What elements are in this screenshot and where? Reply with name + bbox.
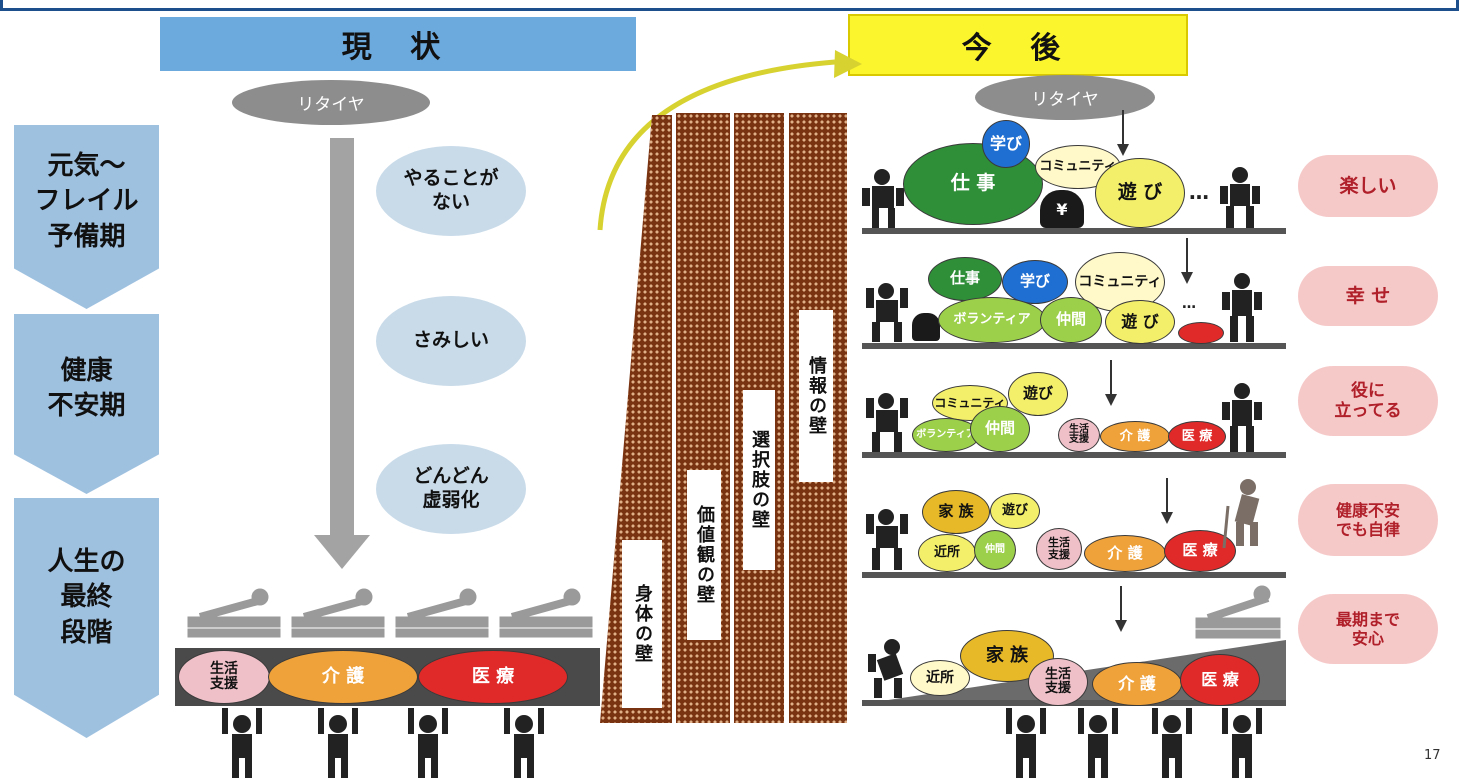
oval-friends-row2: 仲間 xyxy=(1040,297,1102,343)
oval-neighbors-row4: 近所 xyxy=(918,534,976,572)
wall-values-label: 価値観の壁 xyxy=(687,470,721,640)
shelf-row3 xyxy=(862,452,1286,458)
ellipsis-row1: … xyxy=(1189,180,1209,204)
stage-text: 人生の 最終 段階 xyxy=(47,547,126,648)
page-number: 17 xyxy=(1424,748,1441,763)
decline-arrow-head xyxy=(314,535,370,569)
feeling-row3: 役に 立ってる xyxy=(1298,366,1438,436)
oval-friends-row3: 仲間 xyxy=(970,406,1030,452)
shelf-row4 xyxy=(862,572,1286,578)
wall-body-label: 身体の壁 xyxy=(622,540,662,708)
oval-neighbors-row5: 近所 xyxy=(910,660,970,696)
oval-play-row4: 遊び xyxy=(990,493,1040,529)
person-row2-left xyxy=(866,283,908,342)
header-current: 現 状 xyxy=(160,17,636,71)
wall-choice-label: 選択肢の壁 xyxy=(743,390,775,570)
retire-pill-future: リタイヤ xyxy=(975,75,1155,120)
feeling-row2: 幸 せ xyxy=(1298,266,1438,326)
life-support-oval: 生活 支援 xyxy=(178,650,270,704)
down-arrow-row3 xyxy=(1105,360,1117,406)
shelf-row1 xyxy=(862,228,1286,234)
stage-label-early: 元気～ フレイル 予備期 xyxy=(14,125,159,309)
person-row3-left xyxy=(866,393,908,452)
top-frame xyxy=(0,0,1459,11)
person-row4-left xyxy=(866,509,908,570)
oval-volunteer-row3: ボランティア xyxy=(912,418,980,452)
person-row3-right xyxy=(1222,383,1262,452)
money-bag-icon: ¥ xyxy=(1040,190,1084,228)
ellipsis-row2: … xyxy=(1182,296,1196,312)
feeling-row4: 健康不安 でも自律 xyxy=(1298,484,1438,556)
stage-text: 健康 不安期 xyxy=(47,355,126,421)
oval-small-medical-row2 xyxy=(1178,322,1224,344)
care-oval: 介 護 xyxy=(268,650,418,704)
oval-study-row1: 学び xyxy=(982,120,1030,168)
oval-care-row5: 介 護 xyxy=(1092,662,1182,706)
oval-medical-row3: 医 療 xyxy=(1168,421,1226,452)
stage-text: 元気～ フレイル 予備期 xyxy=(34,151,139,252)
shelf-row2 xyxy=(862,343,1286,349)
person-row2-right xyxy=(1222,273,1262,342)
shelf-row5 xyxy=(862,700,1286,706)
bubble-nothing-to-do: やることが ない xyxy=(376,146,526,236)
person-row5-left xyxy=(868,639,904,698)
oval-play-row1: 遊 び xyxy=(1095,158,1185,228)
bubble-lonely: さみしい xyxy=(376,296,526,386)
oval-study-row2: 学び xyxy=(1002,260,1068,304)
down-arrow-row4 xyxy=(1161,478,1173,524)
feeling-row5: 最期まで 安心 xyxy=(1298,594,1438,664)
decline-arrow-shaft xyxy=(330,138,354,538)
oval-care-row3: 介 護 xyxy=(1100,421,1170,452)
supporters-current xyxy=(222,708,544,778)
elder-with-cane-icon xyxy=(1222,479,1260,549)
oval-family-row4: 家 族 xyxy=(922,490,990,534)
oval-care-row4: 介 護 xyxy=(1084,535,1166,572)
person-row1-left xyxy=(862,169,904,228)
oval-life-support-row4: 生活 支援 xyxy=(1036,528,1082,570)
stage-label-final: 人生の 最終 段階 xyxy=(14,498,159,738)
oval-life-support-row3: 生活 支援 xyxy=(1058,418,1100,452)
oval-community-row1: コミュニティ xyxy=(1035,145,1121,189)
bubble-weakening: どんどん 虚弱化 xyxy=(376,444,526,534)
retire-pill-current: リタイヤ xyxy=(232,80,430,125)
beds-current xyxy=(187,588,593,638)
oval-play-row3: 遊び xyxy=(1008,372,1068,416)
wall-information-label: 情報の壁 xyxy=(799,310,833,482)
down-arrow-row2 xyxy=(1181,238,1193,284)
supporters-future xyxy=(1006,708,1262,778)
header-future: 今 後 xyxy=(848,14,1188,76)
oval-play-row2: 遊 び xyxy=(1105,300,1175,344)
transition-arrow xyxy=(597,50,862,231)
oval-friends-row4: 仲間 xyxy=(974,530,1016,570)
stage-label-anxiety: 健康 不安期 xyxy=(14,314,159,494)
oval-volunteer-row2: ボランティア xyxy=(938,297,1046,343)
oval-work-row2: 仕事 xyxy=(928,257,1002,301)
medical-oval: 医 療 xyxy=(418,650,568,704)
bed-icon xyxy=(1195,585,1281,639)
down-arrow-row5 xyxy=(1115,586,1127,632)
oval-medical-row4: 医 療 xyxy=(1164,530,1236,572)
oval-medical-row5: 医 療 xyxy=(1180,654,1260,706)
money-bag-icon xyxy=(912,313,940,341)
down-arrow-row1 xyxy=(1117,110,1129,156)
oval-life-support-row5: 生活 支援 xyxy=(1028,658,1088,706)
feeling-row1: 楽しい xyxy=(1298,155,1438,217)
person-row1-right xyxy=(1220,167,1260,228)
